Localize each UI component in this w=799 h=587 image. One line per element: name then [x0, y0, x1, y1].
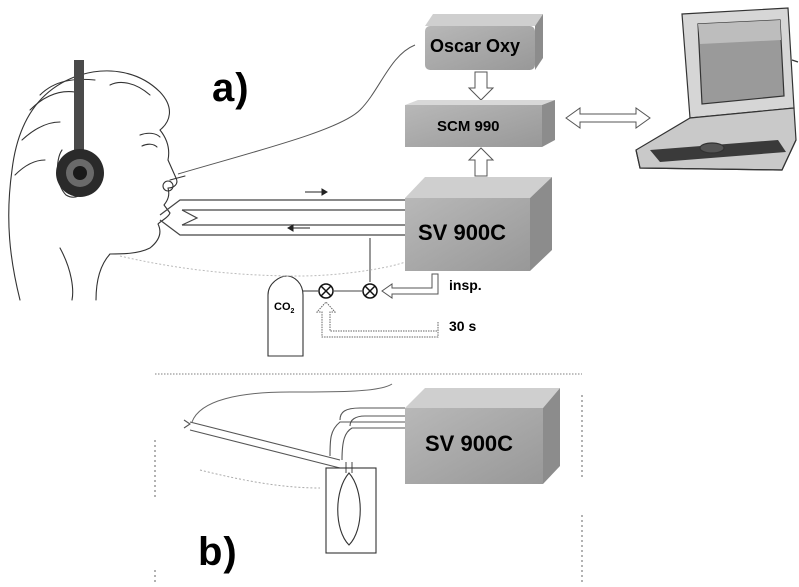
sv-900c-label-a: SV 900C	[418, 220, 507, 245]
panel-b-label: b)	[198, 530, 238, 574]
timer-label: 30 s	[449, 318, 477, 334]
co2-cylinder-label: CO2	[274, 301, 294, 315]
ventilator-to-scm-arrow	[467, 147, 495, 177]
panel-a-label: a)	[212, 66, 250, 110]
co2-injection-line	[302, 238, 371, 292]
test-lung-cable	[191, 383, 393, 423]
insp-signal-arrow	[381, 273, 439, 299]
co2-label-subscript: 2	[290, 308, 295, 316]
valve-icon-insp	[362, 283, 378, 299]
panel-b-border-ticks	[154, 395, 583, 582]
sv-900c-box-a	[405, 177, 552, 271]
test-lung-icon	[325, 467, 377, 554]
co2-cylinder-icon	[267, 275, 304, 357]
sv-900c-box-b	[405, 388, 560, 484]
dotted-curve-b	[199, 469, 321, 489]
patient-cable-a	[119, 255, 406, 277]
scm-laptop-link-arrow	[565, 107, 651, 129]
co2-label-main: CO	[274, 301, 291, 313]
scm-990-label: SCM 990	[437, 118, 500, 135]
breathing-circuit-b	[183, 407, 405, 473]
headphone-icon	[56, 60, 104, 197]
laptop-icon	[635, 7, 799, 171]
flow-direction-arrows	[287, 188, 328, 232]
oscar-oxy-label: Oscar Oxy	[430, 36, 521, 56]
oscar-to-scm-arrow	[467, 71, 495, 101]
sv-900c-label-b: SV 900C	[425, 431, 514, 456]
valve-icon-co2	[318, 283, 334, 299]
oscar-sensor-cable	[177, 44, 416, 175]
scm-990-box	[405, 100, 555, 147]
insp-label: insp.	[449, 277, 482, 293]
timer-signal-arrow	[315, 301, 439, 338]
patient-head-illustration	[8, 70, 186, 301]
oscar-oxy-box	[425, 14, 543, 70]
breathing-circuit-a	[159, 199, 405, 236]
